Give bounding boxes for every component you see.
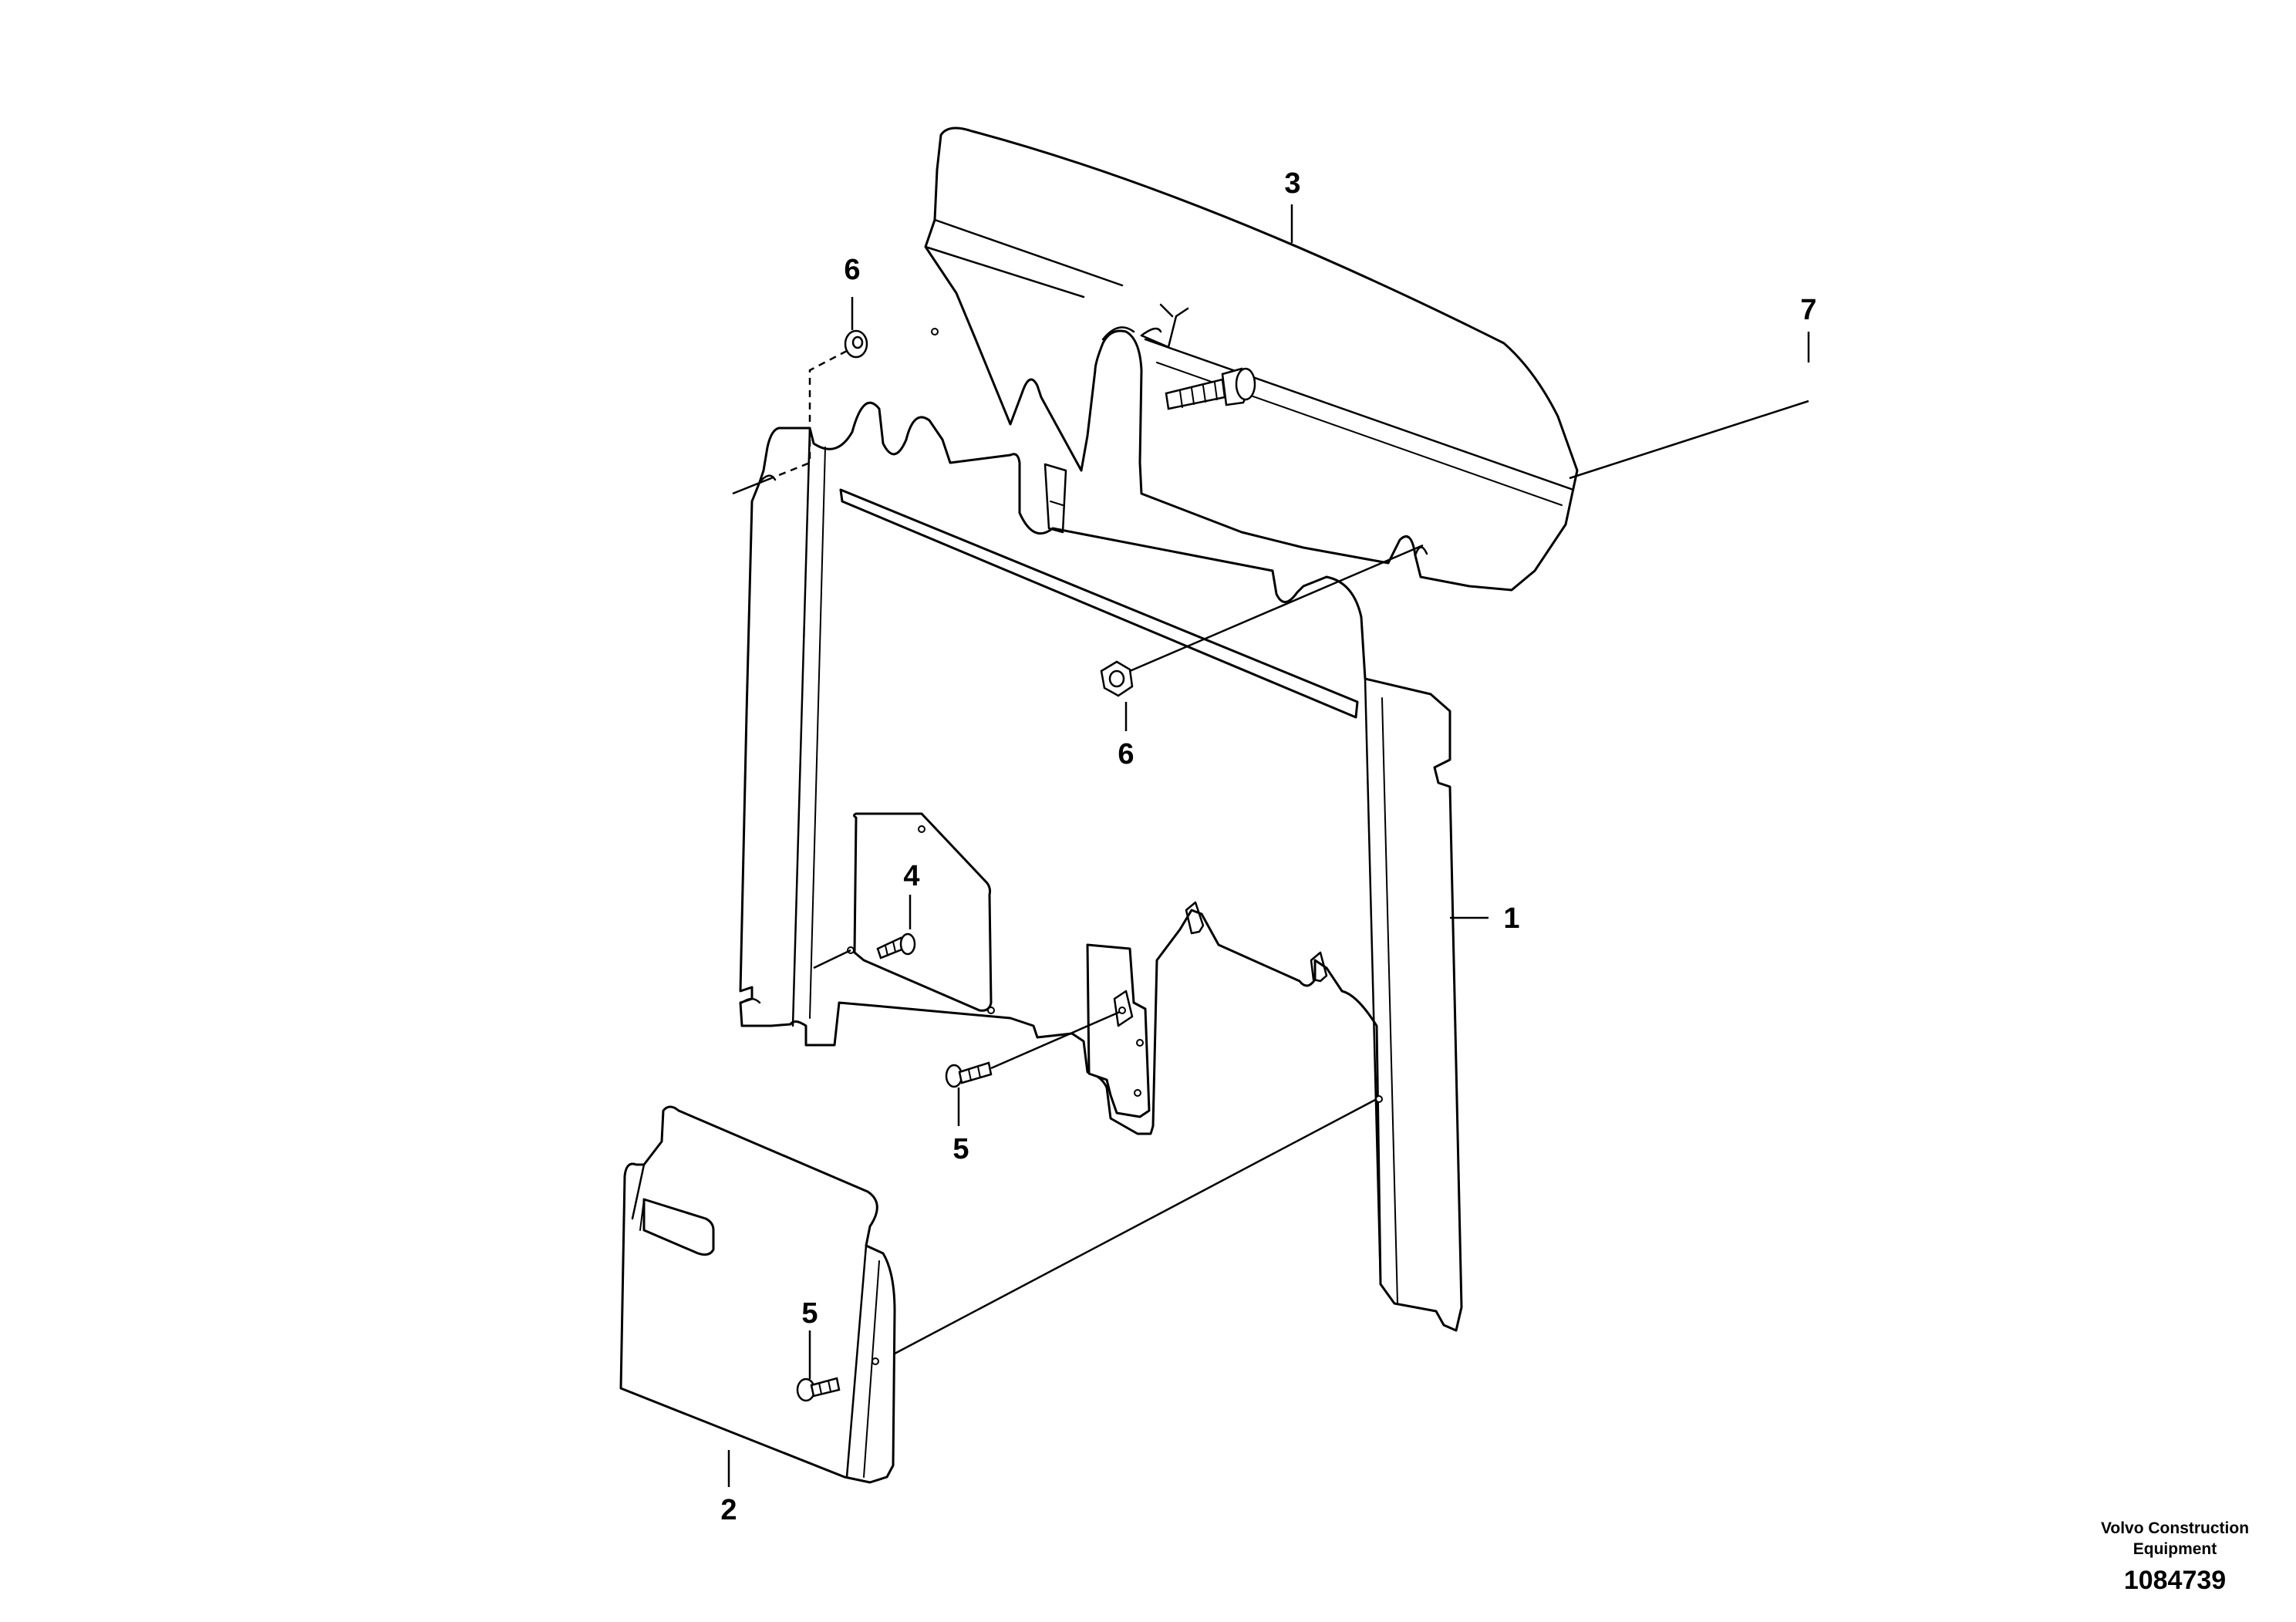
callout-4: 4 <box>903 860 919 892</box>
screw-cover <box>796 1377 841 1402</box>
lower-cover <box>619 1105 896 1484</box>
nut-center <box>1100 660 1134 697</box>
callout-7: 7 <box>1800 294 1816 326</box>
screw-top <box>1165 367 1256 410</box>
callout-6-upper: 6 <box>844 254 860 286</box>
callout-1: 1 <box>1503 902 1519 935</box>
drawing-number: 1084739 <box>2124 1566 2226 1595</box>
top-cover <box>924 126 1579 592</box>
screw-inner <box>876 932 916 959</box>
callout-6-center: 6 <box>1118 738 1134 771</box>
callout-3: 3 <box>1284 167 1300 200</box>
callout-5-cover: 5 <box>801 1297 818 1330</box>
assembly-lines <box>732 349 1809 1355</box>
callout-leaders <box>727 204 1810 1487</box>
nut-upper <box>844 329 868 359</box>
brand-line-1: Volvo Construction <box>2101 1519 2249 1537</box>
screw-bracket <box>945 1061 993 1088</box>
brand-line-2: Equipment <box>2133 1540 2217 1558</box>
callout-2: 2 <box>720 1494 737 1526</box>
callout-5-bracket: 5 <box>952 1133 969 1165</box>
main-panel <box>739 401 1463 1332</box>
